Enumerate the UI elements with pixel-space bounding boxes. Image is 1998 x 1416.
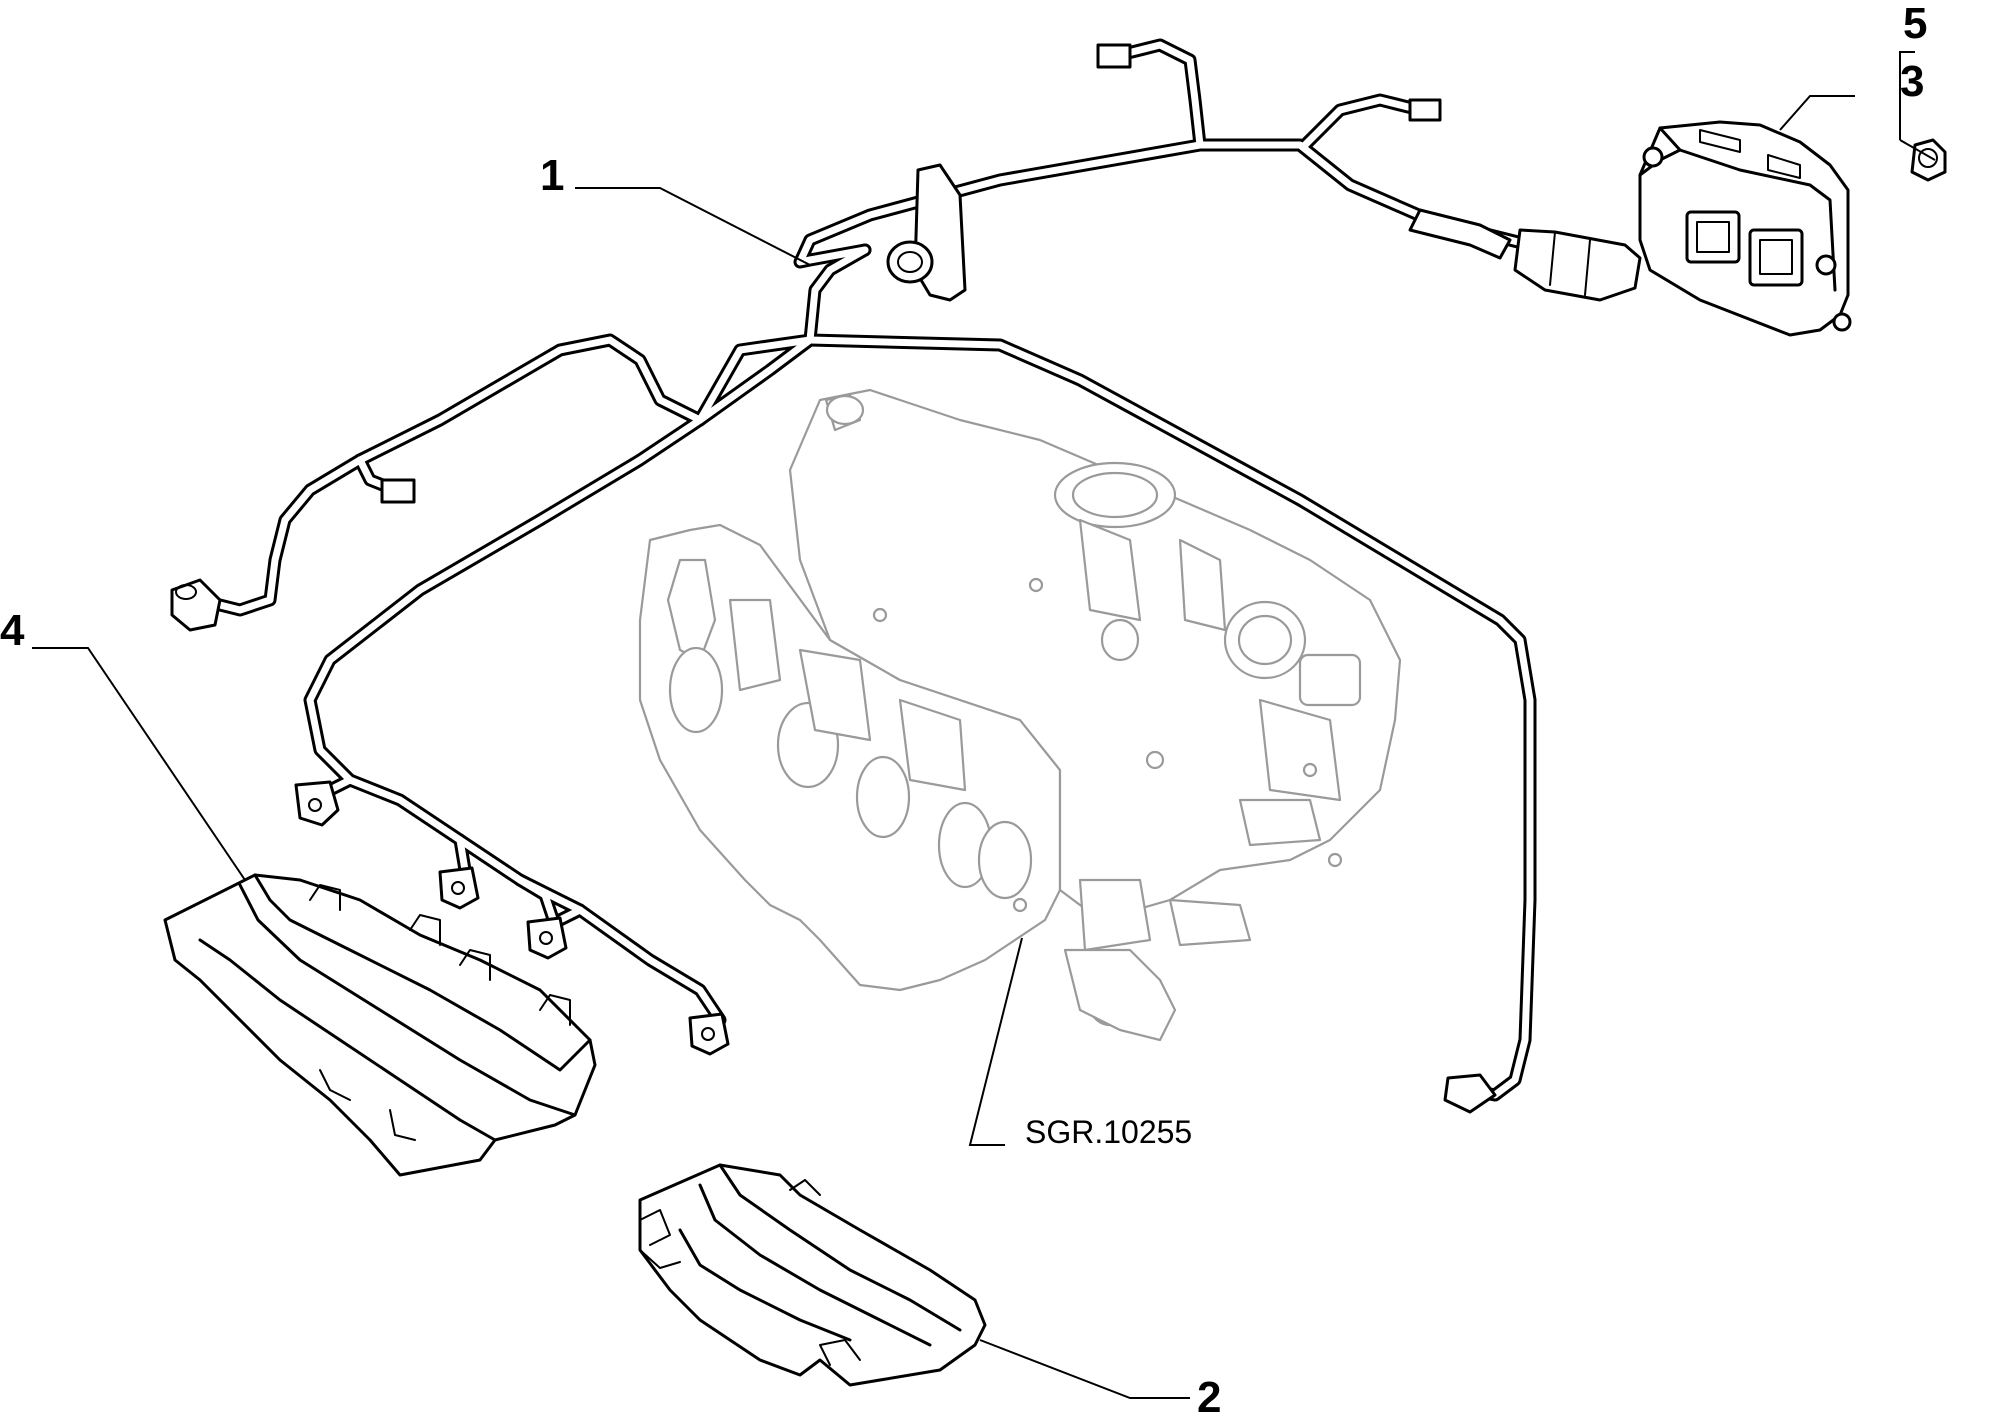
ecu-mount-hole-2 <box>1815 254 1837 276</box>
harness-grommet-plate <box>886 163 967 302</box>
reference-code: SGR.10255 <box>1025 1114 1192 1150</box>
leader-line-2 <box>979 1339 1190 1399</box>
nut-part-5 <box>1910 138 1947 182</box>
sensor-connector-right <box>1408 98 1442 122</box>
ecu-plug-connector <box>1513 228 1642 302</box>
sensor-connector-top <box>1096 43 1132 69</box>
callout-3: 3 <box>1900 57 1924 106</box>
leader-lines <box>32 51 1936 1399</box>
ecu-connector-socket-1 <box>1685 210 1741 264</box>
ecu-mount-hole-1 <box>1642 146 1664 168</box>
round-sensor-plug <box>170 578 222 632</box>
connector-bottom-right <box>1443 1073 1497 1114</box>
ecu-mount-hole-3 <box>1832 312 1852 332</box>
callout-4: 4 <box>0 606 25 655</box>
leader-line-5 <box>1899 139 1936 161</box>
intake-manifold-assembly <box>638 388 1402 1042</box>
callout-5: 5 <box>1903 0 1927 48</box>
leader-line-5-vertical <box>1899 51 1915 140</box>
callout-1: 1 <box>540 151 564 200</box>
ecu-module-part-3 <box>1638 120 1852 337</box>
injector-connector-1 <box>294 780 340 827</box>
injector-connector-2 <box>438 866 480 910</box>
sensor-connector-left <box>380 478 416 504</box>
cover-part-4 <box>163 873 597 1177</box>
ecu-connector-socket-2 <box>1748 228 1804 287</box>
callout-2: 2 <box>1197 1373 1221 1416</box>
injector-connector-4 <box>688 1012 730 1056</box>
injector-connector-3 <box>526 916 568 960</box>
cover-part-2 <box>638 1163 987 1387</box>
leader-line-3 <box>1779 95 1855 131</box>
harness-sleeve <box>1408 208 1512 260</box>
leader-line-reference <box>968 937 1023 1146</box>
leader-line-4 <box>32 647 246 881</box>
wiring-harness <box>170 38 1642 1114</box>
leader-line-1 <box>575 187 811 266</box>
